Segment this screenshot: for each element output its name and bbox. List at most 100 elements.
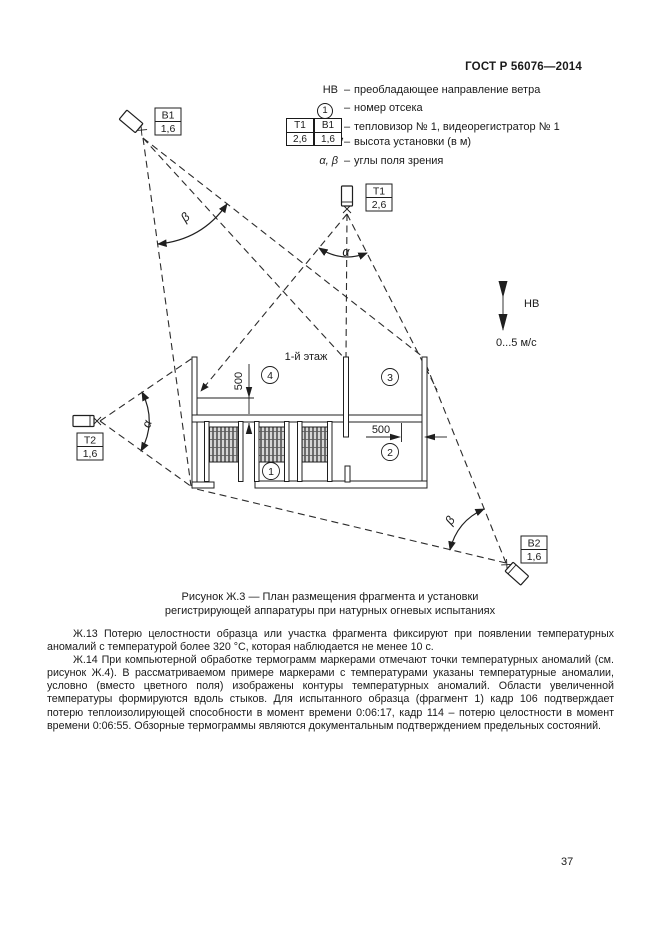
legend-box-b1-height: 1,6 <box>321 134 335 145</box>
legend-box-t1-height: 2,6 <box>293 134 307 145</box>
standard-header: ГОСТ Р 56076—2014 <box>465 61 582 73</box>
legend-dash: – <box>343 102 351 114</box>
video-camera-b2-icon <box>501 558 529 586</box>
partition <box>204 421 210 482</box>
angles-symbol-label: α, β <box>319 155 338 167</box>
dimension-500-horizontal: 500 <box>366 423 447 442</box>
b1-ray-left <box>142 137 192 487</box>
wind-arrow-head <box>498 281 508 298</box>
compartment-1: 1 <box>268 466 274 478</box>
t1-alpha-arc <box>318 247 368 260</box>
camera-label-t1: Т1 2,6 <box>365 183 393 212</box>
wall-left-foot <box>191 481 215 489</box>
t2-ray-upper <box>99 356 195 422</box>
legend-row-height: – высота установки (в м) <box>280 136 610 151</box>
camera-label-t2: Т2 1,6 <box>76 432 104 461</box>
figure-caption-line1: Рисунок Ж.3 — План размещения фрагмента … <box>181 591 479 603</box>
t2-ray-lower <box>99 420 193 488</box>
legend-row-cameras: – тепловизор № 1, видеорегистратор № 1 <box>280 121 610 136</box>
compartment-3: 3 <box>387 372 393 384</box>
figure-caption: Рисунок Ж.3 — План размещения фрагмента … <box>90 591 570 618</box>
camera-label-b2: В2 1,6 <box>520 535 548 564</box>
legend-dash: – <box>343 121 351 133</box>
compartment-numbers: 1 2 3 4 <box>261 366 399 480</box>
legend-box-b1: В1 1,6 <box>314 118 342 146</box>
floor-label: 1-й этаж <box>285 351 328 363</box>
camera-t2-id: Т2 <box>84 435 96 447</box>
body-text: Ж.13 Потерю целостности образца или учас… <box>47 628 614 733</box>
t1-ray-center <box>345 213 348 359</box>
legend-box-t1: Т1 2,6 <box>286 118 314 146</box>
t1-ray-left <box>200 213 348 392</box>
compartment-4: 4 <box>267 370 273 382</box>
t2-alpha-arc <box>140 391 150 452</box>
wind-arrow-head <box>498 314 508 331</box>
legend-text: тепловизор № 1, видеорегистратор № 1 <box>354 121 560 133</box>
wall-right <box>421 356 428 489</box>
thermal-camera-t2-icon <box>72 414 102 428</box>
legend-box-separator: , <box>341 130 345 142</box>
legend-box-t1-id: Т1 <box>287 119 313 133</box>
fov-arcs: β α α β <box>139 203 485 551</box>
dimension-500-vertical-label: 500 <box>233 372 245 390</box>
floor-plan: 1-й этаж <box>191 351 428 489</box>
b1-beta-arc <box>157 203 228 248</box>
thermal-camera-t1-icon <box>340 185 354 214</box>
test-sample-block <box>301 426 328 463</box>
b2-ray-upper <box>422 356 507 564</box>
video-camera-b1-icon <box>118 109 148 136</box>
compartment-2: 2 <box>387 447 393 459</box>
compartment-1-circle <box>262 462 280 480</box>
legend-text: преобладающее направление ветра <box>354 84 541 96</box>
partition <box>327 421 333 482</box>
wind-arrow: НВ 0...5 м/с <box>496 281 539 349</box>
b1-beta-label: β <box>177 210 192 226</box>
camera-b1-id: В1 <box>162 110 175 122</box>
compartment-4-circle <box>261 366 279 384</box>
legend-dash: – <box>343 84 351 96</box>
legend-text: высота установки (в м) <box>354 136 472 148</box>
partition <box>284 421 290 482</box>
wall-long <box>191 414 428 423</box>
wall-middle <box>343 356 349 438</box>
legend-row-angles: α, β – углы поля зрения <box>280 155 610 170</box>
compartment-2-circle <box>381 443 399 461</box>
partition <box>254 421 260 482</box>
camera-t2-height: 1,6 <box>83 448 98 460</box>
partition <box>297 421 303 482</box>
test-sample-block <box>258 426 285 463</box>
camera-t1-id: Т1 <box>373 186 385 198</box>
compartment-3-circle <box>381 368 399 386</box>
dimension-500-vertical: 500 <box>197 364 254 434</box>
wind-speed-label: 0...5 м/с <box>496 337 537 349</box>
test-sample-block <box>209 426 239 463</box>
legend-text: углы поля зрения <box>354 155 444 167</box>
camera-b2-height: 1,6 <box>527 551 542 563</box>
b2-ray-lower <box>191 487 507 564</box>
paragraph-zh14: Ж.14 При компьютерной обработке термогра… <box>47 654 614 732</box>
dimension-500-horizontal-label: 500 <box>372 424 390 436</box>
figure-caption-line2: регистрирующей аппаратуры при натурных о… <box>164 604 496 617</box>
t1-alpha-label: α <box>342 245 350 259</box>
b2-beta-arc <box>448 508 485 551</box>
b1-ray-middle <box>142 137 346 360</box>
b1-ray-right <box>142 137 424 358</box>
camera-b2-id: В2 <box>528 538 541 550</box>
legend-dash: – <box>343 136 351 148</box>
legend-row-wind: НВ – преобладающее направление ветра <box>280 84 610 99</box>
camera-label-b1: В1 1,6 <box>154 107 182 136</box>
camera-t1-height: 2,6 <box>372 199 387 211</box>
legend-text: номер отсека <box>354 102 423 114</box>
partition <box>238 421 244 482</box>
paragraph-zh13: Ж.13 Потерю целостности образца или учас… <box>47 628 614 654</box>
b2-beta-label: β <box>442 513 458 528</box>
camera-b1-height: 1,6 <box>161 123 176 135</box>
wind-direction-label: НВ <box>524 298 539 310</box>
wall-stub <box>344 465 351 483</box>
legend-box-b1-id: В1 <box>315 119 341 133</box>
page-number: 37 <box>561 856 574 868</box>
camera-label-boxes: В1 1,6 Т1 2,6 Т2 1,6 В2 1,6 <box>76 107 548 564</box>
wall-bottom <box>254 480 428 489</box>
